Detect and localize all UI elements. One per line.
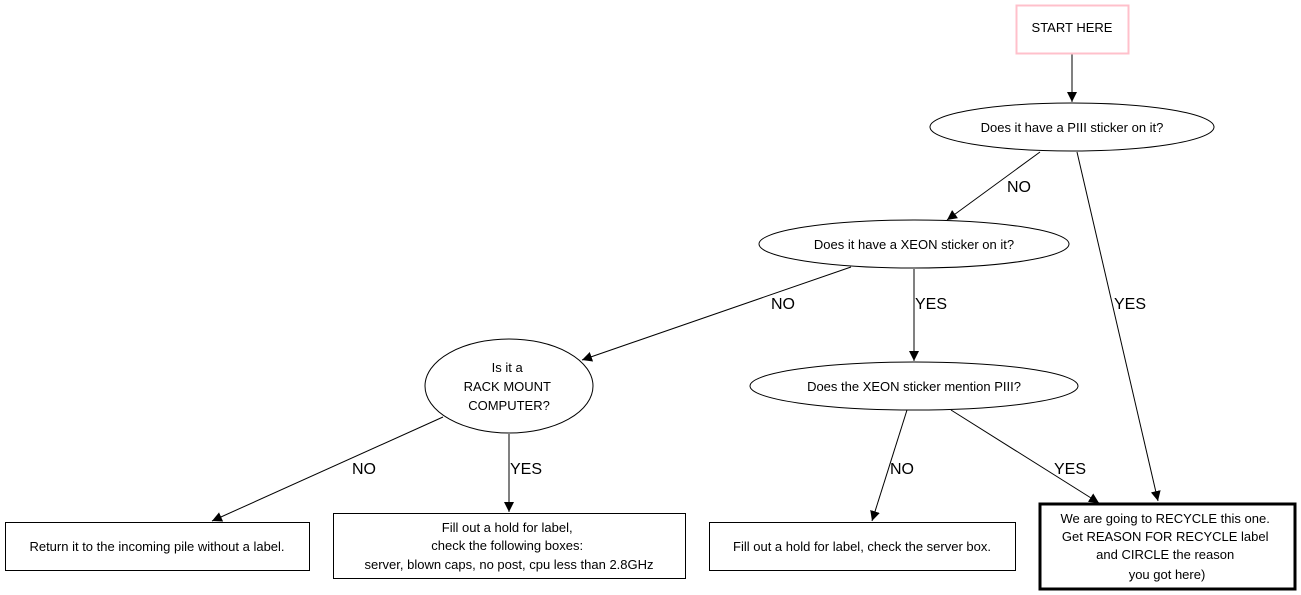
edge-label-piii-yes: YES	[1114, 296, 1146, 313]
node-xeon-shape	[758, 219, 1070, 269]
node-start-line: START HERE	[1032, 20, 1113, 35]
node-rack-line-2: RACK MOUNT	[464, 379, 551, 394]
node-hold-server-box: Fill out a hold for label, check the ser…	[709, 522, 1016, 571]
svg-text:Fill out a hold for label,: Fill out a hold for label, check the fol…	[364, 520, 653, 572]
node-rack-line-3: COMPUTER?	[468, 398, 550, 413]
node-piii-question: Does it have a PIII sticker on it?	[929, 102, 1215, 152]
edge-label-xeon-yes: YES	[915, 296, 947, 313]
node-hold-boxes-line-1: Fill out a hold for label,	[442, 520, 573, 535]
node-piii-shape	[929, 102, 1215, 152]
edge-label-xp-yes: YES	[1054, 461, 1086, 478]
edge-piii-no	[946, 151, 1041, 221]
svg-text:Return it to the incoming pile: Return it to the incoming pile without a…	[29, 539, 284, 554]
node-recycle-line-3: and CIRCLE the reason	[1096, 547, 1234, 562]
node-hold-with-boxes: Fill out a hold for label, check the fol…	[333, 513, 686, 579]
edge-label-xp-no: NO	[890, 461, 914, 478]
svg-text:Does it have a PIII sticker on: Does it have a PIII sticker on it?	[981, 120, 1164, 135]
node-start-here: START HERE	[1015, 4, 1130, 55]
svg-text:Does it have a XEON sticker on: Does it have a XEON sticker on it?	[814, 237, 1014, 252]
node-return-line: Return it to the incoming pile without a…	[29, 539, 284, 554]
node-xeon-piii-question: Does the XEON sticker mention PIII?	[749, 361, 1079, 411]
svg-text:Does the XEON sticker mention: Does the XEON sticker mention PIII?	[807, 379, 1021, 394]
node-return-to-pile: Return it to the incoming pile without a…	[5, 522, 310, 571]
svg-text:We are going to RECYCLE this o: We are going to RECYCLE this one. Get RE…	[1061, 511, 1274, 582]
edge-xp-yes	[950, 409, 1100, 504]
edge-label-piii-no: NO	[1007, 179, 1031, 196]
node-xeon-piii-line: Does the XEON sticker mention PIII?	[807, 379, 1021, 394]
node-rack-mount-question: Is it a RACK MOUNT COMPUTER?	[424, 338, 594, 434]
edge-label-rack-yes: YES	[510, 461, 542, 478]
node-hold-server-line: Fill out a hold for label, check the ser…	[733, 539, 991, 554]
edge-piii-yes	[1076, 151, 1161, 502]
node-piii-line: Does it have a PIII sticker on it?	[981, 120, 1164, 135]
node-hold-boxes-line-2: check the following boxes:	[431, 538, 583, 553]
node-xeon-line: Does it have a XEON sticker on it?	[814, 237, 1014, 252]
edge-label-rack-no: NO	[352, 461, 376, 478]
edge-label-xeon-no: NO	[771, 296, 795, 313]
svg-text:START HERE: START HERE	[1032, 20, 1113, 35]
svg-text:Fill out a hold for label, che: Fill out a hold for label, check the ser…	[733, 539, 991, 554]
nodes: START HERE Does it have a PIII sticker o…	[5, 4, 1297, 591]
node-hold-boxes-shape	[333, 513, 686, 579]
node-recycle-line-4: you got here)	[1129, 567, 1206, 582]
node-xeon-piii-shape	[749, 361, 1079, 411]
edge-xeon-no	[581, 266, 852, 362]
node-return-shape	[5, 522, 310, 571]
svg-text:Is it a RACK MOUNT: Is it a RACK MOUNT COMPUTER?	[464, 360, 555, 413]
node-recycle-line-1: We are going to RECYCLE this one.	[1061, 511, 1270, 526]
node-xeon-question: Does it have a XEON sticker on it?	[758, 219, 1070, 269]
node-recycle-line-2: Get REASON FOR RECYCLE label	[1062, 529, 1269, 544]
node-hold-server-shape	[709, 522, 1016, 571]
node-rack-line-1: Is it a	[492, 360, 524, 375]
node-start-shape	[1015, 4, 1130, 55]
node-rack-shape	[424, 338, 594, 434]
node-hold-boxes-line-3: server, blown caps, no post, cpu less th…	[364, 557, 653, 572]
edge-xp-no	[870, 409, 908, 522]
edges: NO YES NO YES NO YES NO YES	[211, 54, 1161, 522]
node-recycle-shape	[1038, 502, 1297, 591]
edge-rack-no	[211, 416, 444, 522]
node-recycle: We are going to RECYCLE this one. Get RE…	[1038, 502, 1297, 591]
